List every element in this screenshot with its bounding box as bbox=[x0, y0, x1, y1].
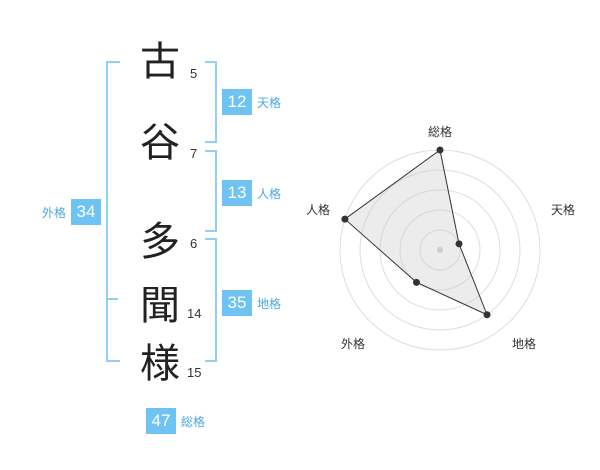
gaikaku-bracket bbox=[106, 61, 120, 362]
radar-point-2 bbox=[455, 240, 463, 248]
tenkaku-bracket bbox=[205, 61, 217, 143]
radar-center bbox=[437, 247, 443, 253]
radar-point-5 bbox=[341, 215, 349, 223]
stroke-count-2: 7 bbox=[190, 146, 198, 161]
radar-axis-label-1: 総格 bbox=[428, 125, 453, 139]
name-char-3: 多 bbox=[140, 219, 180, 265]
name-char-2: 谷 bbox=[140, 120, 180, 166]
radar-axis-label-2: 天格 bbox=[551, 203, 576, 217]
soukaku-label: 総格 bbox=[181, 414, 206, 429]
jinkaku-value: 13 bbox=[222, 180, 252, 206]
name-char-1: 古 bbox=[140, 39, 180, 85]
tenkaku-value: 12 bbox=[222, 89, 252, 115]
radar-point-1 bbox=[436, 146, 444, 154]
radar-ring bbox=[419, 229, 461, 271]
radar-axis-label-4: 外格 bbox=[341, 337, 366, 351]
tenkaku-label: 天格 bbox=[257, 95, 282, 110]
gaikaku-value: 34 bbox=[71, 199, 102, 225]
gaikaku-badge: 外格 34 bbox=[42, 199, 102, 225]
radar-point-3 bbox=[483, 311, 491, 319]
stroke-count-5: 15 bbox=[187, 365, 202, 380]
radar-axis-label-5: 人格 bbox=[306, 203, 331, 217]
radar-ring bbox=[399, 209, 481, 291]
stroke-count-1: 5 bbox=[190, 66, 198, 81]
radar-axis-label-3: 地格 bbox=[512, 337, 537, 351]
chikaku-badge: 35 地格 bbox=[222, 290, 281, 316]
soukaku-badge: 47 総格 bbox=[146, 408, 205, 434]
jinkaku-bracket bbox=[205, 150, 217, 232]
stroke-count-4: 14 bbox=[187, 306, 202, 321]
chikaku-value: 35 bbox=[222, 290, 252, 316]
name-char-5: 様 bbox=[140, 341, 180, 387]
radar-point-4 bbox=[412, 278, 420, 286]
jinkaku-badge: 13 人格 bbox=[222, 180, 281, 206]
name-char-4: 聞 bbox=[140, 283, 180, 329]
soukaku-value: 47 bbox=[146, 408, 176, 434]
radar-chart bbox=[339, 146, 541, 351]
radar-polygon bbox=[344, 149, 488, 316]
chikaku-bracket bbox=[205, 238, 217, 362]
jinkaku-label: 人格 bbox=[257, 186, 282, 201]
chikaku-label: 地格 bbox=[257, 296, 282, 311]
tenkaku-badge: 12 天格 bbox=[222, 89, 281, 115]
gaikaku-label: 外格 bbox=[42, 205, 67, 220]
gaikaku-bracket-divider bbox=[106, 298, 118, 300]
stroke-count-3: 6 bbox=[190, 236, 198, 251]
radar-ring bbox=[359, 169, 521, 331]
